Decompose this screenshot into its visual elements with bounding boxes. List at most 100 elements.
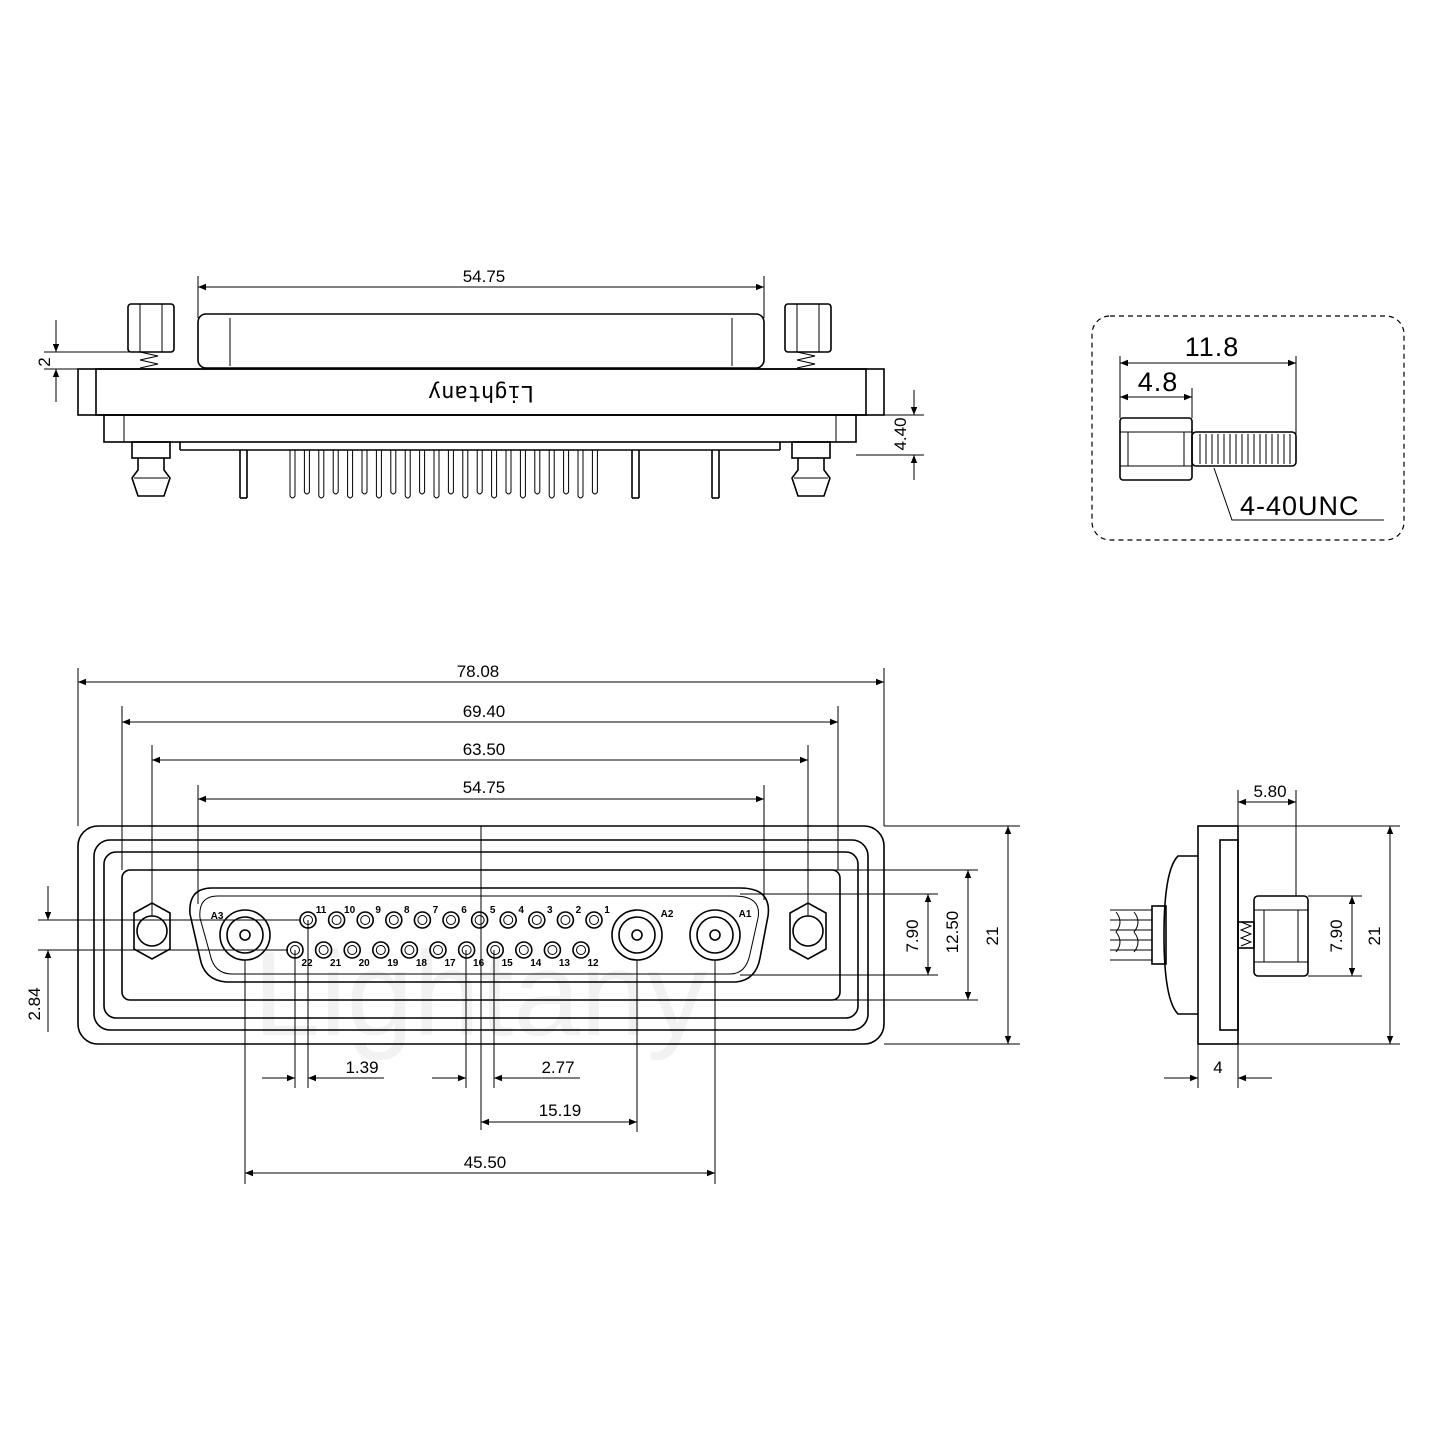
signal-pin: [543, 941, 562, 959]
pin-label: 8: [404, 905, 410, 916]
bottom-nut-left: [131, 441, 171, 497]
pin-tail: [462, 450, 469, 499]
pin-label: 2: [576, 905, 582, 916]
dim-overall-height: 21: [983, 927, 1002, 946]
pin-label: 16: [473, 958, 485, 969]
signal-pin-core: [404, 945, 415, 955]
signal-pin: [400, 941, 419, 959]
dim-mount-hole-spacing: 69.40: [463, 702, 506, 721]
pin-tail: [577, 450, 584, 499]
pin-tail: [289, 450, 296, 499]
dim-overall-width: 78.08: [457, 662, 500, 681]
pin-label: 1: [604, 905, 610, 916]
pin-tail: [548, 450, 555, 499]
screw-total-length: 11.8: [1185, 332, 1240, 362]
depth-dim: 4.40: [891, 417, 910, 450]
signal-pin: [572, 941, 590, 959]
pin-tail: [318, 450, 325, 499]
pin-tail: [433, 450, 440, 499]
signal-pin-core: [576, 945, 586, 955]
brand-label: Lightany: [428, 380, 534, 405]
signal-pin-core: [318, 945, 329, 955]
signal-pin-core: [347, 945, 358, 955]
pin-tail: [347, 450, 354, 499]
signal-pin: [356, 911, 375, 929]
front-view: Lightany: [25, 662, 1020, 1184]
bottom-nut-right: [791, 441, 831, 497]
signal-pin-core: [446, 915, 456, 925]
top-width-dim: 54.75: [463, 267, 506, 286]
pin-tail: [505, 450, 512, 495]
side-flange-thickness: 4: [1213, 1058, 1222, 1077]
pin-tail: [361, 450, 368, 495]
signal-pin-core: [360, 915, 371, 925]
signal-pin: [486, 941, 505, 959]
coax-label-a1: A1: [739, 909, 752, 920]
signal-pin-core: [503, 915, 514, 925]
pin-label: 13: [559, 958, 571, 969]
pin-label: 10: [344, 905, 356, 916]
screw-head-length: 4.8: [1138, 367, 1179, 397]
top-screw-left: [127, 303, 175, 369]
dim-coax-offset: 15.19: [539, 1101, 582, 1120]
pin-label: 15: [502, 958, 514, 969]
signal-pin-core: [589, 915, 599, 925]
pin-tail: [563, 450, 570, 495]
signal-pin: [527, 911, 546, 929]
signal-pin-core: [474, 915, 485, 925]
pin-tail: [390, 450, 397, 495]
coax-label-a3: A3: [211, 911, 224, 922]
pin-tail: [332, 450, 339, 495]
pin-label: 19: [387, 958, 399, 969]
top-view: 54.75 Lightany: [35, 267, 924, 499]
signal-pin-core: [388, 915, 399, 925]
side-overall-height: 21: [1365, 927, 1384, 946]
pin-label: 6: [461, 905, 467, 916]
dim-coax-height: 7.90: [903, 919, 922, 952]
dim-pin-pitch: 1.39: [345, 1058, 378, 1077]
pin-label: 5: [490, 905, 496, 916]
signal-pin: [384, 911, 403, 929]
coax-a3: [219, 909, 271, 961]
signal-pin-core: [490, 945, 501, 955]
signal-pin: [343, 941, 362, 959]
pin-label: 14: [530, 958, 542, 969]
watermark: Lightany: [253, 927, 707, 1061]
pin-label: 11: [316, 905, 327, 916]
top-screw-right: [784, 303, 832, 369]
dim-row-offset: 2.77: [541, 1058, 574, 1077]
thread-spec: 4-40UNC: [1240, 491, 1360, 521]
signal-pin: [499, 911, 518, 929]
dim-coax-span: 45.50: [464, 1153, 507, 1172]
signal-pin: [514, 941, 533, 959]
signal-pin: [585, 911, 603, 929]
coax-a1: [689, 909, 741, 961]
pin-tail: [519, 450, 526, 499]
signal-pin-core: [547, 945, 558, 955]
signal-pin: [371, 941, 390, 959]
pin-label: 21: [330, 958, 342, 969]
signal-pin: [556, 911, 575, 929]
signal-pin: [442, 911, 460, 929]
pin-label: 22: [301, 958, 313, 969]
side-screw-offset: 5.80: [1253, 782, 1286, 801]
dim-row-spacing: 2.84: [25, 987, 44, 1020]
signal-pin-core: [560, 915, 571, 925]
signal-pin-core: [518, 945, 529, 955]
pin-label: 12: [587, 958, 599, 969]
signal-pin: [470, 911, 489, 929]
pin-tail: [491, 450, 498, 499]
screw-gap-dim: 2: [35, 357, 54, 366]
dim-inner-shell: 63.50: [463, 740, 506, 759]
signal-pin-core: [433, 945, 443, 955]
screw-detail: 11.8 4.8 4-40UNC: [1091, 315, 1405, 541]
signal-pin-core: [531, 915, 542, 925]
pin-label: 18: [416, 958, 428, 969]
pin-label: 4: [518, 905, 524, 916]
pin-tail: [404, 450, 411, 499]
pin-tail: [447, 450, 454, 495]
pin-tail: [476, 450, 483, 495]
signal-pin: [314, 941, 333, 959]
pin-label: 7: [433, 905, 439, 916]
